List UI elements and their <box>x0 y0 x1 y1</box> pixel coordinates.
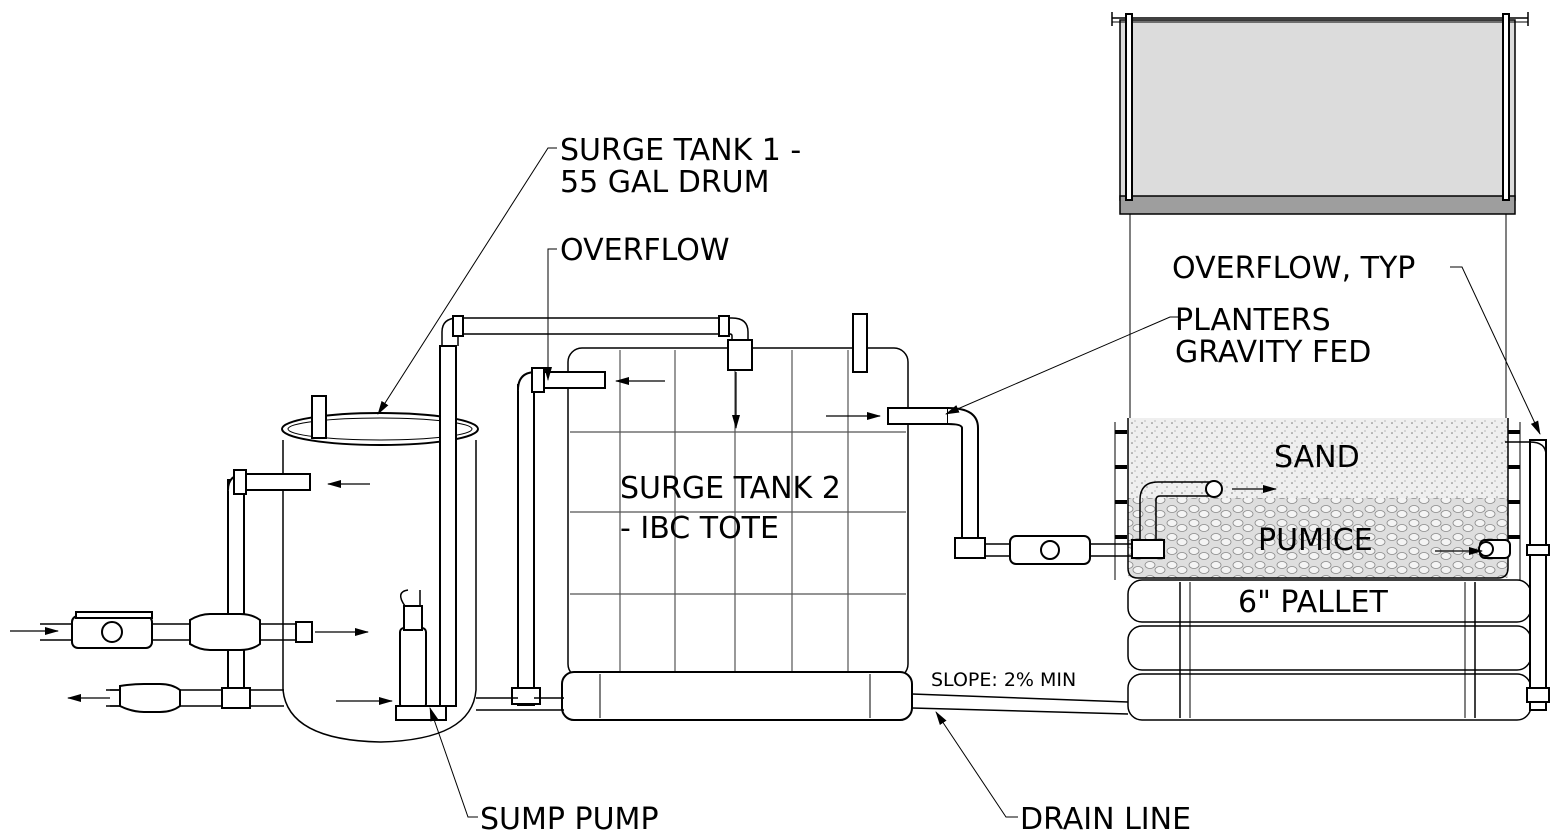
label-surge-tank-2-line2: - IBC TOTE <box>620 511 779 546</box>
label-overflow-typ: OVERFLOW, TYP <box>1172 251 1415 286</box>
label-surge-tank-1-line2: 55 GAL DRUM <box>560 165 770 200</box>
leader-lines <box>377 147 1541 818</box>
label-overflow: OVERFLOW <box>560 233 730 268</box>
label-planters-line1: PLANTERS <box>1175 303 1331 338</box>
tote-outlet-pipe <box>887 407 1132 565</box>
label-planters-line2: GRAVITY FED <box>1175 335 1371 370</box>
label-pallet: 6" PALLET <box>1238 585 1388 620</box>
pallet-stack <box>1127 579 1532 721</box>
planter-box <box>1111 12 1529 420</box>
flow-arrows <box>10 372 1483 705</box>
drain-line <box>911 693 1129 715</box>
label-surge-tank-1-line1: SURGE TANK 1 - <box>560 133 801 168</box>
label-drain-line: DRAIN LINE <box>1020 802 1191 837</box>
drum <box>281 395 479 743</box>
overflow-pipe-ibc <box>476 367 606 711</box>
top-pipe <box>441 315 753 371</box>
grow-bed <box>1114 418 1521 580</box>
label-sump-pump: SUMP PUMP <box>480 802 659 837</box>
sump-pump <box>395 345 457 721</box>
label-pumice: PUMICE <box>1258 523 1373 558</box>
label-surge-tank-2-line1: SURGE TANK 2 <box>620 471 841 506</box>
inlet-piping-left <box>40 469 313 713</box>
label-sand: SAND <box>1274 440 1360 475</box>
bed-inlet-pipe <box>1131 480 1223 559</box>
label-slope: SLOPE: 2% MIN <box>931 669 1076 691</box>
